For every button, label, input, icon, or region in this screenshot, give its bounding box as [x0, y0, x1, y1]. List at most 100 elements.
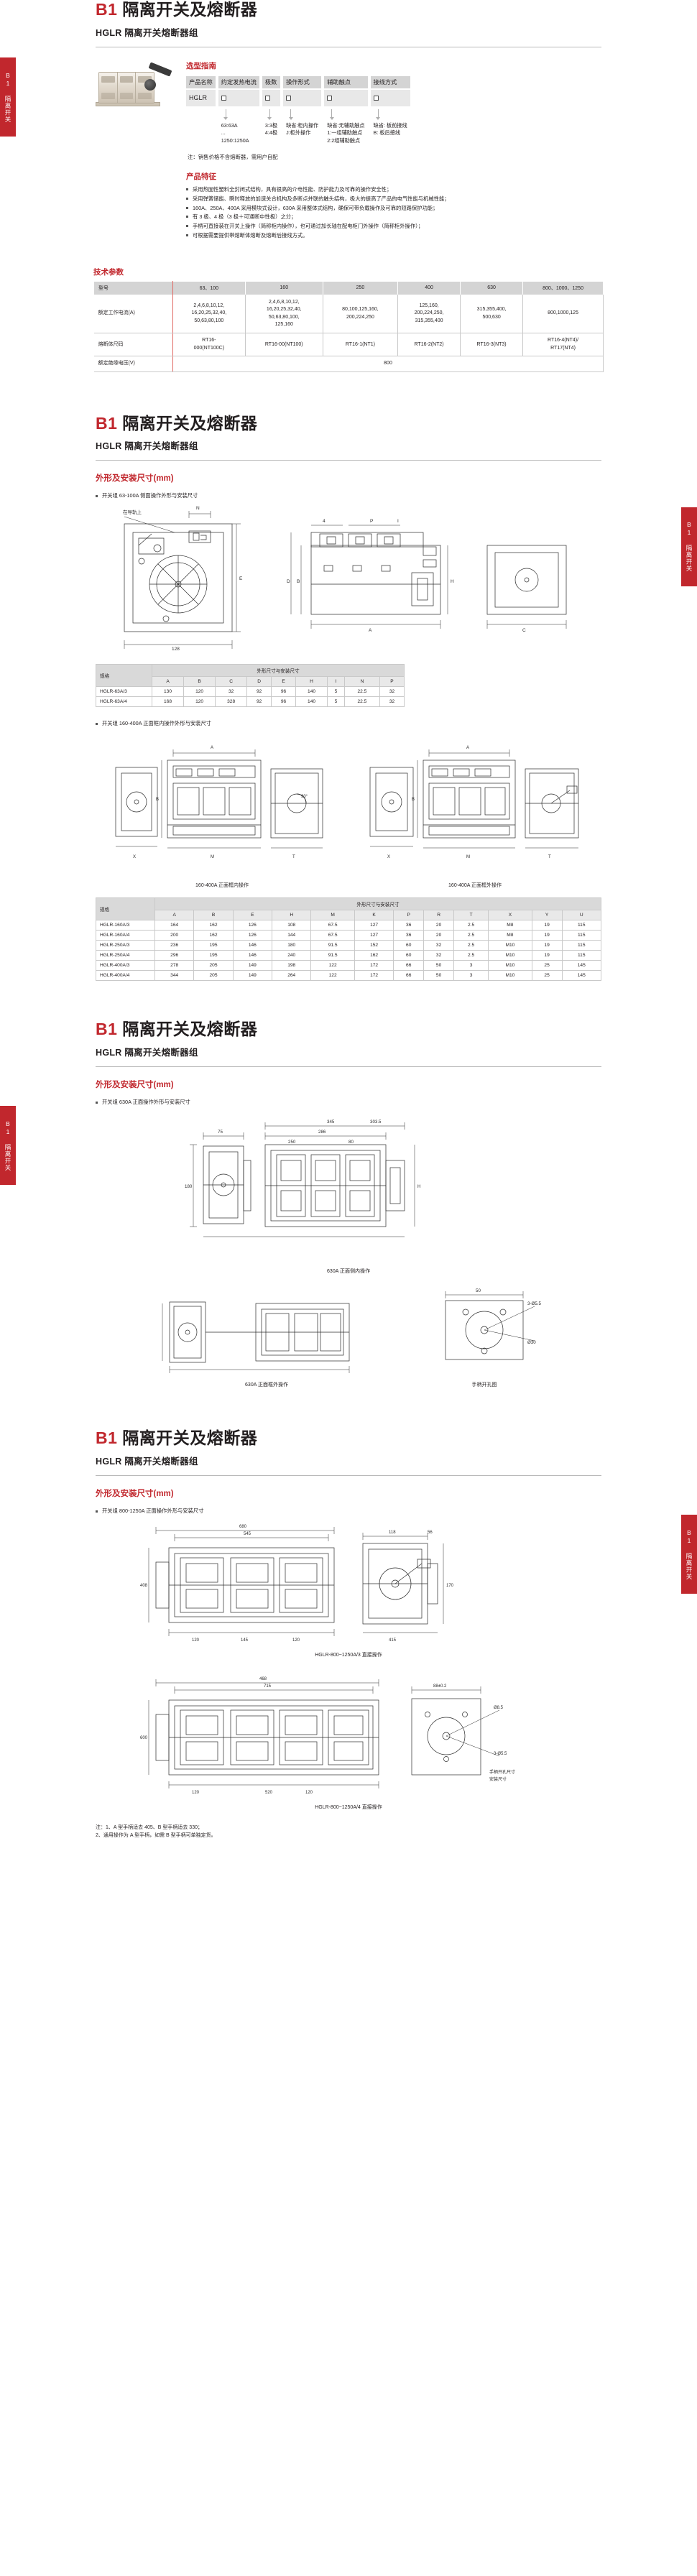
table-row: 额定工作电流(A) 2,4,6,8,10,12, 16,20,25,32,40,…: [93, 294, 604, 334]
dim2-cell: M10: [488, 970, 532, 982]
dimensions-heading-4: 外形及安装尺寸(mm): [96, 1489, 174, 1498]
page-3: B1 隔离开关 B1 隔离开关及熔断器 HGLR 隔离开关熔断器组 外形及安装尺…: [0, 998, 697, 1408]
dim2-cell: 195: [193, 950, 234, 961]
dim1-cell: 22.5: [343, 686, 380, 698]
dim1-cell: 120: [183, 686, 216, 698]
side-tab-label: B1 隔离开关: [686, 521, 693, 573]
dim1-cell: 32: [379, 686, 405, 698]
svg-text:250: 250: [288, 1140, 296, 1145]
tech-cell: 80,100,125,160, 200,224,250: [322, 294, 399, 334]
dim2-cell: 205: [193, 970, 234, 982]
side-tab-right-4: B1 隔离开关: [681, 1515, 697, 1594]
svg-text:128: 128: [172, 647, 180, 652]
svg-text:145: 145: [241, 1638, 249, 1643]
svg-text:118: 118: [389, 1531, 396, 1535]
svg-text:80: 80: [348, 1140, 354, 1145]
dim2-cell: 236: [154, 940, 195, 951]
sel-col-1: 约定发热电流: [218, 75, 259, 88]
svg-text:B: B: [297, 579, 300, 584]
title-main-text-4: 隔离开关及熔断器: [122, 1428, 258, 1448]
sel-val-aux-contact[interactable]: [324, 89, 368, 106]
tech-col-4: 400: [397, 280, 461, 295]
arrow-cell-3: [283, 108, 321, 120]
title-main-text-1: 隔离开关及熔断器: [122, 0, 258, 19]
dim2-cell: 50: [423, 970, 455, 982]
tech-cell: 125,160, 200,224,250, 315,355,400: [397, 294, 461, 334]
svg-text:286: 286: [318, 1130, 326, 1135]
dim2-cell: M10: [488, 940, 532, 951]
svg-text:手柄开孔尺寸: 手柄开孔尺寸: [489, 1769, 515, 1775]
svg-text:C: C: [522, 628, 526, 633]
dim2-cell: 264: [272, 970, 312, 982]
dim2-cell: 67.5: [310, 930, 355, 941]
sel-val-poles[interactable]: [262, 89, 281, 106]
sel-col-5: 接线方式: [370, 75, 410, 88]
table-row: HGLR-63A/3 130 120 32 92 96 140 5 22.5 3…: [96, 686, 405, 698]
footer-notes: 注：1、A 型手柄适去 405、B 型手柄适去 330； 2、通用操作为 A 型…: [0, 1824, 697, 1839]
cad-drawing-160-400a: A A B B 90° M M X X T T: [115, 746, 579, 859]
svg-text:120: 120: [305, 1791, 313, 1795]
dim1-cell: 5: [327, 696, 345, 708]
down-arrow-icon: [288, 109, 293, 120]
section-header-2: B1 隔离开关及熔断器 HGLR 隔离开关熔断器组: [0, 414, 697, 453]
arrow-cell-0: [186, 108, 216, 119]
dim2-cell: M8: [488, 920, 532, 931]
dim2-cell: 36: [393, 920, 425, 931]
checkbox-icon[interactable]: [327, 96, 333, 101]
dim1-col-N: N: [343, 676, 380, 688]
sel-val-operation[interactable]: [283, 89, 322, 106]
sel-val-wiring[interactable]: [370, 89, 410, 106]
drawing-630a-bottom: 630A 正面框外操作: [96, 1285, 601, 1388]
checkbox-icon[interactable]: [286, 96, 292, 101]
features-heading: 产品特征: [186, 172, 216, 181]
dim2-col-A: A: [154, 910, 195, 921]
dim1-cell: 130: [151, 686, 185, 698]
dim2-col-B: B: [193, 910, 234, 921]
checkbox-icon[interactable]: [221, 96, 226, 101]
dim2-cell: 115: [561, 920, 602, 931]
svg-text:H: H: [451, 579, 454, 584]
dim1-col-C: C: [215, 676, 248, 688]
checkbox-icon[interactable]: [373, 96, 379, 101]
tech-col-5: 630: [460, 280, 524, 295]
svg-text:X: X: [387, 855, 390, 859]
sel-val-current[interactable]: [218, 89, 259, 106]
dim2-cell: 162: [193, 930, 234, 941]
selection-guide-arrow-row: [186, 108, 410, 120]
sel-legend-0: [186, 121, 216, 145]
dim2-cell: 278: [154, 960, 195, 971]
tech-cell: RT16-4(NT4)/ RT17(NT4): [522, 333, 604, 357]
dim2-cell: 20: [423, 920, 455, 931]
svg-text:安装尺寸: 安装尺寸: [489, 1776, 507, 1782]
dim1-cell: 96: [271, 696, 297, 708]
svg-text:520: 520: [265, 1791, 273, 1795]
selection-guide-header-row: 产品名称 约定发热电流 极数 操作形式 辅助触点 接线方式: [186, 75, 410, 88]
dim2-cell: 115: [561, 950, 602, 961]
footer-note-line: 注：1、A 型手柄适去 405、B 型手柄适去 330；: [96, 1824, 203, 1830]
dim2-cell: 50: [423, 960, 455, 971]
svg-text:N: N: [196, 506, 200, 511]
svg-text:4: 4: [323, 519, 326, 524]
title-main-text-2: 隔离开关及熔断器: [122, 413, 258, 433]
dim2-cell: 2.5: [453, 930, 489, 941]
page-4: B1 隔离开关 B1 隔离开关及熔断器 HGLR 隔离开关熔断器组 外形及安装尺…: [0, 1407, 697, 1869]
drawing-800-1250-a4: 715 468 600 520 120 120 88±0.2 Ø8.5 3-Ø5…: [96, 1671, 601, 1811]
dim2-cell: 172: [354, 960, 394, 971]
dim2-col-model: 规格: [96, 897, 155, 921]
dim2-cell: 145: [561, 960, 602, 971]
page-2: B1 隔离开关 B1 隔离开关及熔断器 HGLR 隔离开关熔断器组 外形及安装尺…: [0, 392, 697, 999]
feature-item: 采用热固性塑料全封闭式结构，具有很高的介电性能、防护能力及可靠的操作安全性；: [186, 185, 601, 194]
dim2-model: HGLR-160A/4: [96, 930, 155, 941]
dim2-cell: 2.5: [453, 950, 489, 961]
checkbox-icon[interactable]: [264, 96, 270, 101]
sel-val-product-name: HGLR: [186, 89, 216, 106]
svg-text:180: 180: [185, 1184, 193, 1189]
dim2-cell: 2.5: [453, 920, 489, 931]
cad-drawing-handle-hole: 50 3-Ø5.5 Ø30: [445, 1288, 541, 1360]
svg-text:X: X: [133, 855, 136, 859]
drawing-800-1250-a3: 545 680 408 145 120 120 118 56 170 415 H…: [96, 1519, 601, 1658]
features-block: 产品特征 采用热固性塑料全封闭式结构，具有很高的介电性能、防护能力及可靠的操作安…: [186, 171, 601, 240]
dim2-model: HGLR-400A/4: [96, 970, 155, 982]
tech-cell: 2,4,6,8,10,12, 16,20,25,32,40, 50,63,80,…: [172, 294, 246, 334]
